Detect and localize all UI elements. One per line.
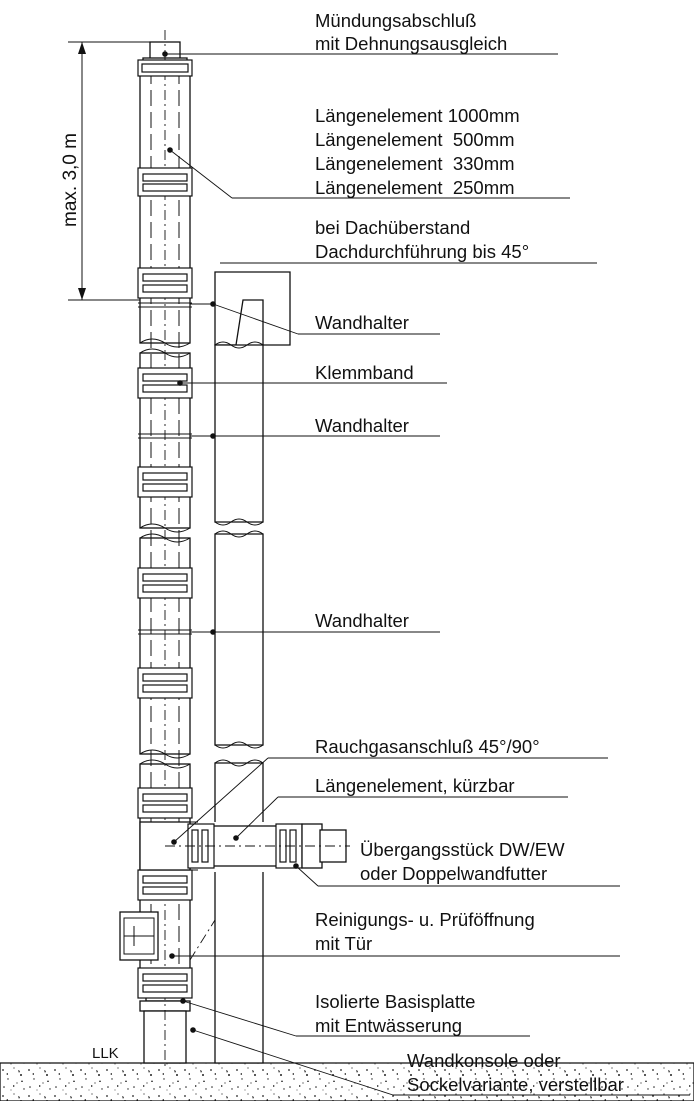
dimension-max-height: max. 3,0 m bbox=[60, 41, 152, 301]
cleaning-door bbox=[119, 911, 216, 990]
label-konsole-line2: Sockelvariante, verstellbar bbox=[407, 1074, 624, 1095]
label-konsole-line1: Wandkonsole oder bbox=[407, 1050, 561, 1071]
wall bbox=[214, 271, 291, 1064]
footer-mark: LLK bbox=[92, 1045, 119, 1062]
label-muendung-line1: Mündungsabschluß bbox=[315, 10, 476, 31]
label-rauchgas: Rauchgasanschluß 45°/90° bbox=[315, 736, 540, 757]
label-dach-line1: bei Dachüberstand bbox=[315, 217, 470, 238]
label-laenge-500: Längenelement 500mm bbox=[315, 129, 515, 150]
label-klemmband: Klemmband bbox=[315, 362, 414, 383]
label-wandhalter-3: Wandhalter bbox=[315, 610, 409, 631]
label-basis-line2: mit Entwässerung bbox=[315, 1015, 462, 1036]
label-laenge-1000: Längenelement 1000mm bbox=[315, 105, 520, 126]
label-wandhalter-1: Wandhalter bbox=[315, 312, 409, 333]
label-reinigung-line2: mit Tür bbox=[315, 933, 372, 954]
label-laenge-250: Längenelement 250mm bbox=[315, 177, 515, 198]
label-laenge-kuerzbar: Längenelement, kürzbar bbox=[315, 775, 515, 796]
clamp-bands bbox=[137, 59, 193, 999]
label-uebergang-line1: Übergangsstück DW/EW bbox=[360, 839, 565, 860]
label-basis-line1: Isolierte Basisplatte bbox=[315, 991, 475, 1012]
labels: Mündungsabschluß mit Dehnungsausgleich L… bbox=[92, 10, 624, 1095]
label-muendung-line2: mit Dehnungsausgleich bbox=[315, 33, 507, 54]
dimension-label: max. 3,0 m bbox=[60, 133, 81, 227]
label-laenge-330: Längenelement 330mm bbox=[315, 153, 515, 174]
label-wandhalter-2: Wandhalter bbox=[315, 415, 409, 436]
ground-slab bbox=[0, 1062, 694, 1101]
label-uebergang-line2: oder Doppelwandfutter bbox=[360, 863, 547, 884]
label-dach-line2: Dachdurchführung bis 45° bbox=[315, 241, 529, 262]
label-reinigung-line1: Reinigungs- u. Prüföffnung bbox=[315, 909, 535, 930]
chimney-pipe bbox=[137, 30, 215, 1070]
leader-lines bbox=[162, 51, 690, 1096]
horizontal-connector bbox=[165, 823, 350, 869]
